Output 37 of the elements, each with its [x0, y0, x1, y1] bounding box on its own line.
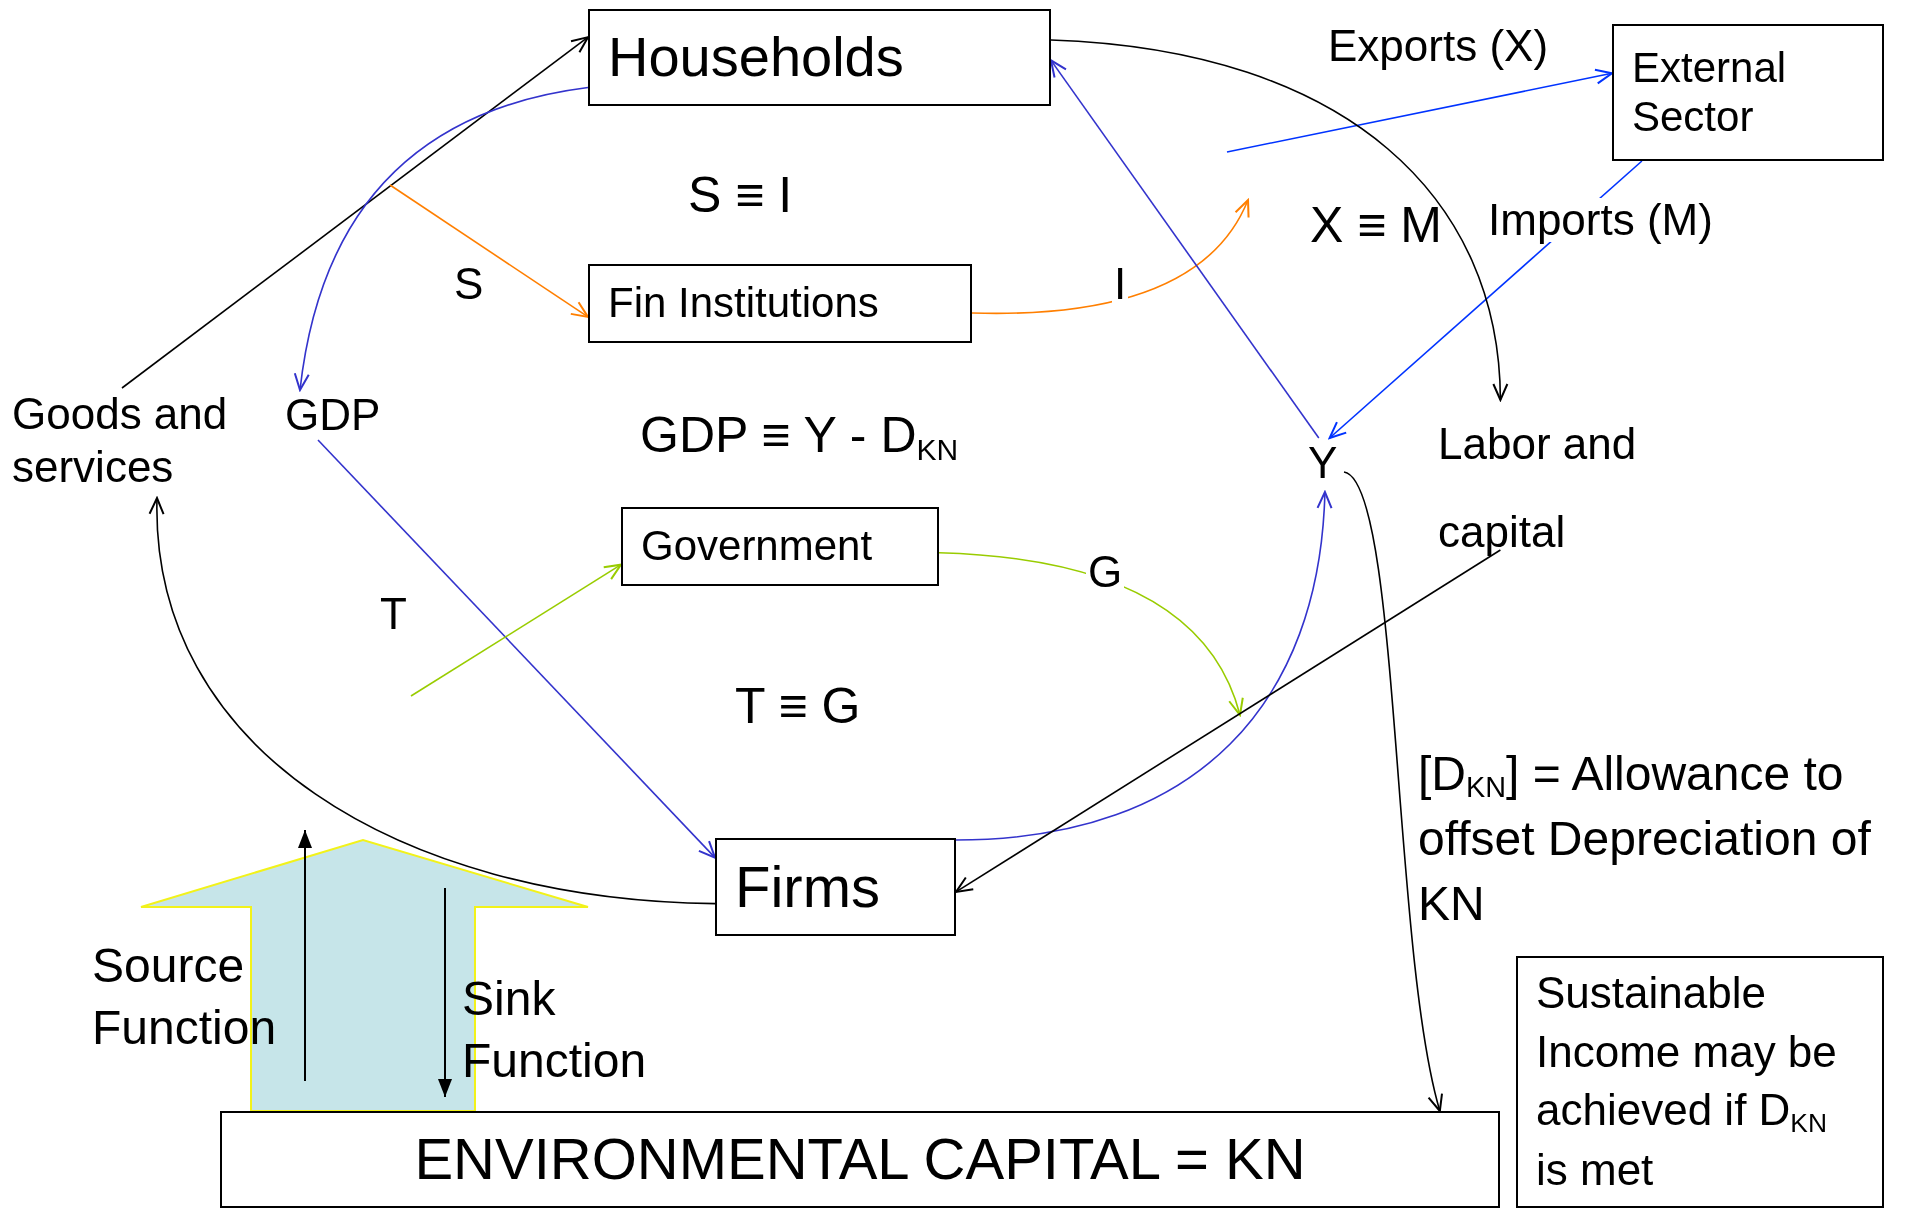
- arrow: [1343, 471, 1444, 1112]
- node-label: Sustainable Income may be achieved if D$_{KN}$ is met: [1536, 967, 1838, 1197]
- arrow: [1226, 68, 1613, 153]
- annotation-text: T ≡ G: [735, 677, 862, 736]
- node-label: Firms: [735, 853, 880, 921]
- node-label: Y: [1308, 438, 1338, 489]
- process-box: [621, 507, 939, 586]
- arrow: [955, 549, 1502, 893]
- arrow: [410, 563, 622, 697]
- node-label: Goods and services: [12, 388, 229, 493]
- node-label: Labor and capital: [1438, 418, 1638, 558]
- node-label: ENVIRONMENTAL CAPITAL = KN: [414, 1126, 1306, 1193]
- node-label: GDP: [285, 390, 381, 441]
- arrow: [294, 86, 589, 391]
- arrow: [971, 199, 1249, 315]
- annotation-text: [D$_{KN}$] = Allowance to offset Depreciation of KN: [1418, 746, 1872, 932]
- process-box: [1612, 24, 1884, 161]
- annotation-text: X ≡ M: [1310, 196, 1443, 255]
- process-box: [588, 264, 972, 343]
- arrow: [149, 497, 716, 905]
- node-label: Fin Institutions: [608, 279, 879, 328]
- node-label: Households: [608, 25, 904, 90]
- annotation-text: GDP ≡ Y - D$_{KN}$: [640, 406, 960, 468]
- arrow: [955, 491, 1332, 841]
- arrow: [1050, 59, 1320, 439]
- arrow: [389, 184, 589, 318]
- arrow: [938, 552, 1243, 716]
- process-box: [588, 9, 1051, 106]
- arrow: [121, 36, 589, 389]
- arrow: [1050, 39, 1508, 401]
- process-box: [1516, 956, 1884, 1208]
- annotation-text: S ≡ I: [688, 166, 794, 225]
- process-box: [715, 838, 956, 936]
- node-label: External Sector: [1632, 44, 1788, 141]
- process-box: [220, 1111, 1500, 1208]
- node-label: Government: [641, 522, 873, 571]
- arrow: [317, 439, 716, 859]
